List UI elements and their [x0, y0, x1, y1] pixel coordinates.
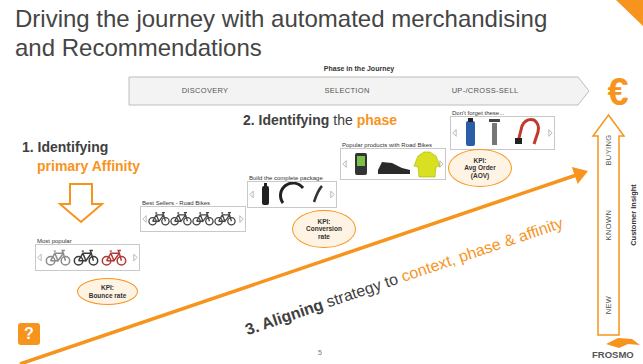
kpi-oval: KPI:Conversion rate — [292, 210, 356, 248]
kpi-text-line: KPI: — [460, 157, 500, 164]
carousel-best-sellers-icons — [143, 213, 243, 225]
insight-heading: Customer Insight — [630, 184, 638, 246]
recommendation-carousel: Build the complete package — [247, 181, 337, 208]
slide-label: FROSMO — [592, 350, 634, 361]
recommendation-carousel: Don't forget these... — [450, 116, 555, 150]
kpi-text-line: KPI: — [304, 218, 344, 225]
euro-sign: € — [607, 73, 628, 111]
kpi-text: KPI:Avg Order (AOV) — [460, 157, 500, 179]
heading-part: the — [333, 112, 352, 128]
kpi-text-line: Bounce rate — [89, 292, 127, 299]
insight-level: BUYING — [605, 134, 613, 165]
phase-heading: 2. Identifyingthe phase — [243, 111, 401, 129]
corner-badge — [616, 0, 643, 26]
slide-label: 5 — [318, 349, 322, 357]
heading-part: 2. Identifying — [243, 112, 329, 128]
phase-label: UP-/CROSS-SELL — [452, 87, 519, 96]
customer-insight-arrow: BUYINGKNOWNNEWCustomer Insight — [592, 114, 625, 336]
heading-part: context, phase & affinity — [399, 214, 565, 286]
kpi-text-line: KPI: — [89, 284, 127, 291]
phase-label: DISCOVERY — [182, 87, 229, 96]
heading-part: phase — [357, 112, 397, 128]
recommendation-carousel: Best Sellers - Road Bikes — [140, 206, 246, 232]
heading-part: 3. Aligning — [243, 296, 326, 340]
phase-band: Phase in the JourneyDISCOVERY SELECTION UP… — [128, 64, 590, 106]
carousel-dont-forget-icons — [453, 118, 552, 146]
recommendation-carousel: Popular products with Road Bikes — [340, 148, 446, 180]
slide-title: Driving the journey with automated merch… — [15, 4, 575, 62]
insight-level: NEW — [605, 296, 613, 315]
carousel-popular-products-icons — [343, 152, 443, 177]
carousel-heading: Don't forget these... — [452, 110, 504, 116]
recommendation-carousel: Most popular — [35, 244, 140, 271]
kpi-text-line: Avg Order (AOV) — [460, 164, 500, 179]
insight-level: KNOWN — [605, 210, 613, 241]
carousel-heading: Best Sellers - Road Bikes — [142, 200, 210, 206]
kpi-oval: KPI:Avg Order (AOV) — [448, 149, 512, 187]
question-box: ? — [18, 323, 40, 345]
slide-label: primary Affinity — [37, 158, 140, 174]
strategy-arrow — [20, 167, 588, 364]
band-heading: Phase in the Journey — [324, 65, 394, 73]
phase-label: SELECTION — [324, 87, 369, 96]
carousel-heading: Build the complete package — [249, 175, 323, 181]
kpi-oval: KPI:Bounce rate — [77, 278, 138, 305]
question-mark: ? — [24, 326, 34, 342]
carousel-heading: Popular products with Road Bikes — [342, 142, 432, 148]
frosmo-fox-logo — [606, 338, 640, 348]
slide-label: 1. Identifying — [22, 139, 108, 155]
carousel-most-popular-icons — [38, 251, 137, 265]
down-arrow — [60, 184, 102, 222]
carousel-heading: Most popular — [37, 238, 72, 244]
heading-part: strategy to — [324, 270, 401, 312]
kpi-text-line: Conversion rate — [304, 225, 344, 240]
kpi-text: KPI:Conversion rate — [304, 218, 344, 240]
carousel-package-icons — [250, 183, 334, 205]
kpi-text: KPI:Bounce rate — [89, 284, 127, 299]
euro-goal: € — [598, 72, 638, 112]
